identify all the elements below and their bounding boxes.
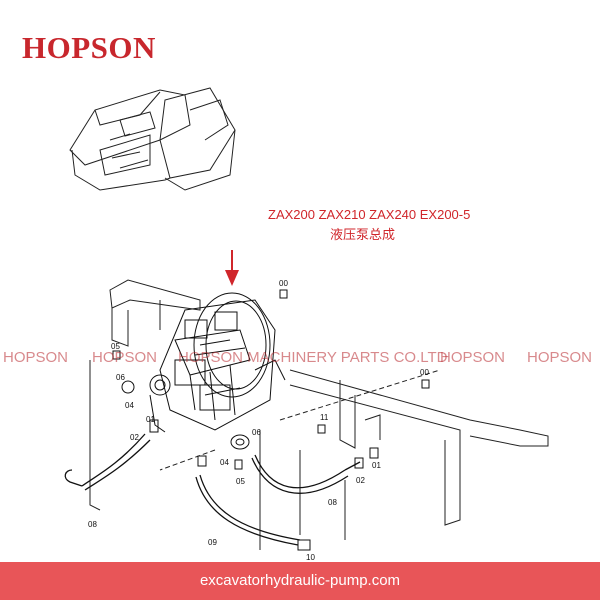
part-name: 液压泵总成 — [330, 227, 396, 242]
watermark-text: HOPSON — [3, 349, 69, 366]
watermark-band: HOPSON HOPSON HOPSON MACHINERY PARTS CO.… — [0, 343, 600, 371]
model-list: ZAX200 ZAX210 ZAX240 EX200-5 — [268, 207, 471, 222]
part-number: 10 — [306, 553, 315, 562]
part-number: 09 — [208, 538, 217, 547]
part-number: 05 — [236, 477, 245, 486]
excavator-sketch — [69, 87, 236, 191]
watermark-text: HOPSON — [527, 349, 593, 366]
part-number: 02 — [130, 433, 139, 442]
part-number: 11 — [320, 413, 329, 422]
part-number: 08 — [328, 498, 337, 507]
watermark-text: HOPSON MACHINERY PARTS CO.LTD — [178, 349, 448, 366]
fittings — [112, 289, 430, 551]
part-number: 08 — [88, 520, 97, 529]
part-number: 06 — [116, 373, 125, 382]
frame-outline — [89, 279, 549, 550]
footer-url[interactable]: excavatorhydraulic-pump.com — [199, 572, 401, 589]
part-number: 04 — [125, 401, 134, 410]
pointer-arrow — [225, 250, 239, 286]
part-number: 00 — [279, 279, 288, 288]
part-number: 01 — [372, 461, 381, 470]
watermark-text: HOPSON — [440, 349, 506, 366]
watermark-text: HOPSON — [92, 349, 158, 366]
hopson-logo: HOPSON — [22, 30, 156, 65]
pump-assembly — [149, 292, 286, 433]
part-number: 01 — [146, 415, 155, 424]
hoses — [64, 433, 361, 546]
part-number: 06 — [252, 428, 261, 437]
part-number: 02 — [356, 476, 365, 485]
part-number: 04 — [220, 458, 229, 467]
footer-bar: excavatorhydraulic-pump.com — [0, 562, 600, 600]
part-number: 05 — [111, 342, 120, 351]
part-number-labels: 00 05 06 04 01 02 08 09 10 11 00 02 01 0… — [88, 279, 429, 562]
part-number: 00 — [420, 368, 429, 377]
